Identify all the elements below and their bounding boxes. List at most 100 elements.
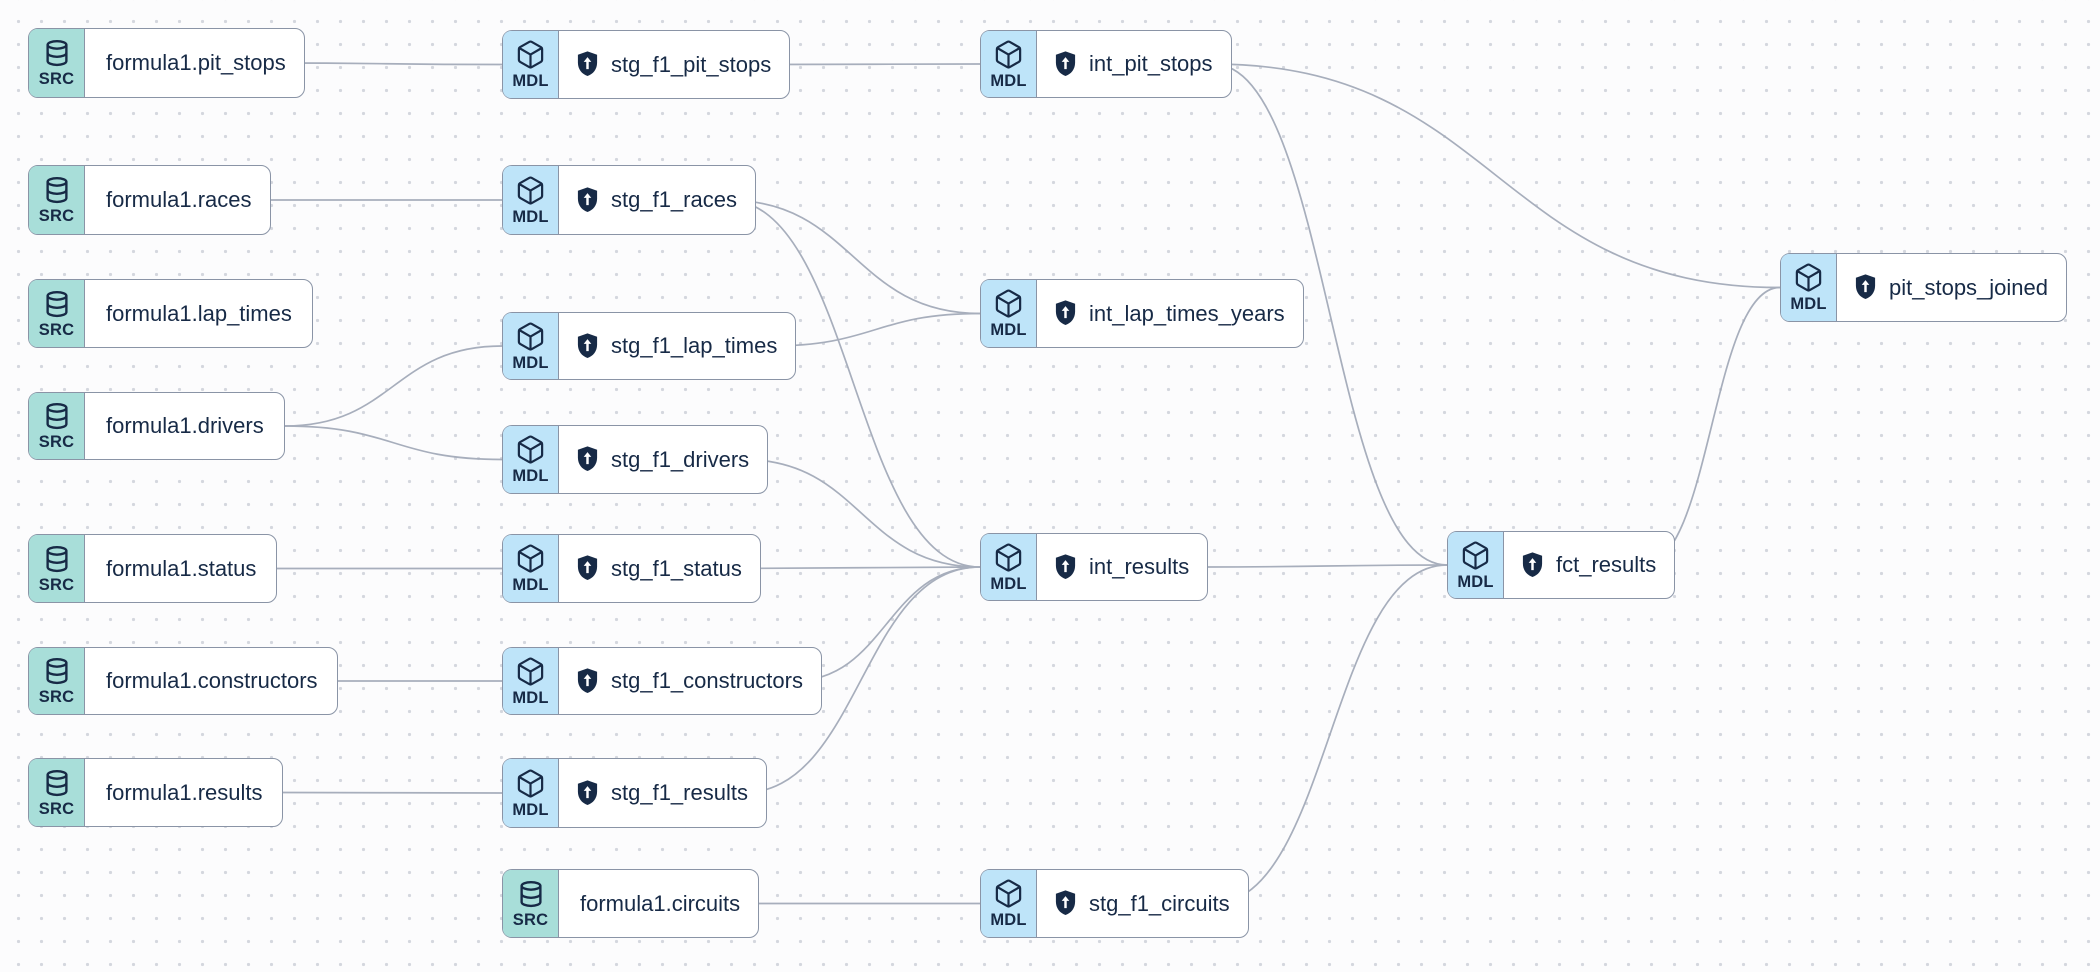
node-stg_f1_drivers[interactable]: MDL stg_f1_drivers	[502, 425, 769, 494]
node-body: formula1.status	[85, 535, 274, 602]
shield-icon	[574, 779, 601, 808]
database-icon	[42, 544, 72, 574]
node-type-badge: MDL	[981, 31, 1037, 97]
node-badge-label: MDL	[990, 71, 1027, 90]
node-label: stg_f1_status	[611, 555, 742, 581]
node-type-badge: MDL	[503, 31, 559, 98]
node-stg_f1_races[interactable]: MDL stg_f1_races	[502, 165, 756, 235]
node-src_circuits[interactable]: SRC formula1.circuits	[502, 869, 760, 938]
node-stg_f1_status[interactable]: MDL stg_f1_status	[502, 534, 761, 603]
edge-src_drivers-stg_f1_lap_times	[284, 345, 503, 427]
node-stg_f1_circuits[interactable]: MDL stg_f1_circuits	[980, 869, 1249, 938]
shield-icon	[1052, 299, 1079, 328]
node-stg_f1_results[interactable]: MDL stg_f1_results	[502, 758, 767, 828]
node-body: formula1.races	[85, 166, 270, 234]
node-label: stg_f1_constructors	[611, 668, 803, 693]
node-src_drivers[interactable]: SRC formula1.drivers	[28, 392, 285, 460]
node-label: formula1.constructors	[106, 668, 318, 693]
shield-icon	[574, 445, 601, 474]
cube-icon	[993, 39, 1024, 70]
node-body: pit_stops_joined	[1837, 254, 2066, 321]
node-body: formula1.drivers	[85, 393, 282, 459]
node-type-badge: MDL	[981, 870, 1037, 937]
node-badge-label: MDL	[512, 72, 549, 91]
node-type-badge: MDL	[503, 759, 559, 827]
database-icon	[42, 38, 72, 68]
cube-icon	[993, 878, 1024, 909]
node-src_constructors[interactable]: SRC formula1.constructors	[28, 647, 338, 715]
database-icon	[516, 879, 546, 909]
node-label: formula1.drivers	[106, 413, 264, 438]
node-body: stg_f1_circuits	[1037, 870, 1248, 937]
node-badge-label: MDL	[1457, 572, 1494, 591]
node-label: stg_f1_drivers	[611, 446, 750, 472]
node-label: pit_stops_joined	[1889, 274, 2049, 300]
node-int_pit_stops[interactable]: MDL int_pit_stops	[980, 30, 1232, 98]
cube-icon	[993, 288, 1024, 319]
edge-int_results-fct_results	[1204, 564, 1448, 568]
cube-icon	[515, 656, 546, 687]
node-src_pit_stops[interactable]: SRC formula1.pit_stops	[28, 28, 305, 98]
database-icon	[42, 401, 72, 431]
node-int_lap_times_years[interactable]: MDL int_lap_times_years	[980, 279, 1304, 348]
node-label: stg_f1_circuits	[1089, 890, 1230, 916]
node-body: formula1.constructors	[85, 648, 336, 714]
node-label: int_results	[1089, 554, 1190, 579]
shield-icon	[1852, 273, 1879, 302]
node-badge-label: MDL	[512, 800, 549, 819]
node-type-badge: MDL	[503, 535, 559, 602]
node-body: int_results	[1037, 534, 1207, 600]
node-badge-label: SRC	[38, 70, 75, 89]
node-src_results[interactable]: SRC formula1.results	[28, 758, 283, 827]
node-badge-label: SRC	[38, 688, 75, 707]
node-body: stg_f1_races	[559, 166, 755, 234]
database-icon	[42, 656, 72, 686]
node-label: formula1.results	[106, 779, 263, 805]
node-badge-label: MDL	[1790, 295, 1827, 314]
cube-icon	[1460, 540, 1491, 571]
node-badge-label: MDL	[512, 353, 549, 372]
node-body: stg_f1_drivers	[559, 426, 767, 493]
node-badge-label: MDL	[512, 467, 549, 486]
node-type-badge: MDL	[981, 280, 1037, 347]
node-stg_f1_pit_stops[interactable]: MDL stg_f1_pit_stops	[502, 30, 791, 99]
node-label: formula1.pit_stops	[106, 50, 286, 75]
node-stg_f1_lap_times[interactable]: MDL stg_f1_lap_times	[502, 312, 797, 380]
node-type-badge: SRC	[29, 29, 85, 97]
shield-icon	[574, 186, 601, 215]
node-src_status[interactable]: SRC formula1.status	[28, 534, 277, 603]
edge-stg_f1_races-int_results	[726, 199, 981, 568]
node-body: formula1.pit_stops	[85, 29, 304, 97]
node-stg_f1_constructors[interactable]: MDL stg_f1_constructors	[502, 647, 822, 715]
node-src_lap_times[interactable]: SRC formula1.lap_times	[28, 279, 313, 348]
node-type-badge: MDL	[503, 426, 559, 493]
node-src_races[interactable]: SRC formula1.races	[28, 165, 271, 235]
node-badge-label: SRC	[38, 207, 75, 226]
node-badge-label: SRC	[38, 799, 75, 818]
edge-stg_f1_results-int_results	[741, 566, 981, 794]
node-fct_results[interactable]: MDL fct_results	[1447, 531, 1676, 599]
node-body: int_pit_stops	[1037, 31, 1231, 97]
node-body: fct_results	[1504, 532, 1674, 598]
shield-icon	[1519, 551, 1546, 580]
edge-src_drivers-stg_f1_drivers	[284, 425, 503, 461]
shield-icon	[1052, 889, 1079, 918]
node-label: stg_f1_pit_stops	[611, 51, 772, 77]
node-pit_stops_joined[interactable]: MDL pit_stops_joined	[1780, 253, 2068, 322]
node-type-badge: MDL	[1781, 254, 1837, 321]
node-label: formula1.races	[106, 187, 252, 212]
node-badge-label: MDL	[990, 321, 1027, 340]
shield-icon	[1052, 553, 1079, 582]
cube-icon	[515, 39, 546, 70]
node-type-badge: SRC	[29, 535, 85, 602]
node-type-badge: SRC	[503, 870, 559, 937]
node-badge-label: MDL	[512, 688, 549, 707]
node-int_results[interactable]: MDL int_results	[980, 533, 1209, 601]
shield-icon	[574, 554, 601, 583]
cube-icon	[515, 543, 546, 574]
node-type-badge: MDL	[1448, 532, 1504, 598]
node-badge-label: SRC	[38, 320, 75, 339]
node-body: stg_f1_lap_times	[559, 313, 795, 379]
